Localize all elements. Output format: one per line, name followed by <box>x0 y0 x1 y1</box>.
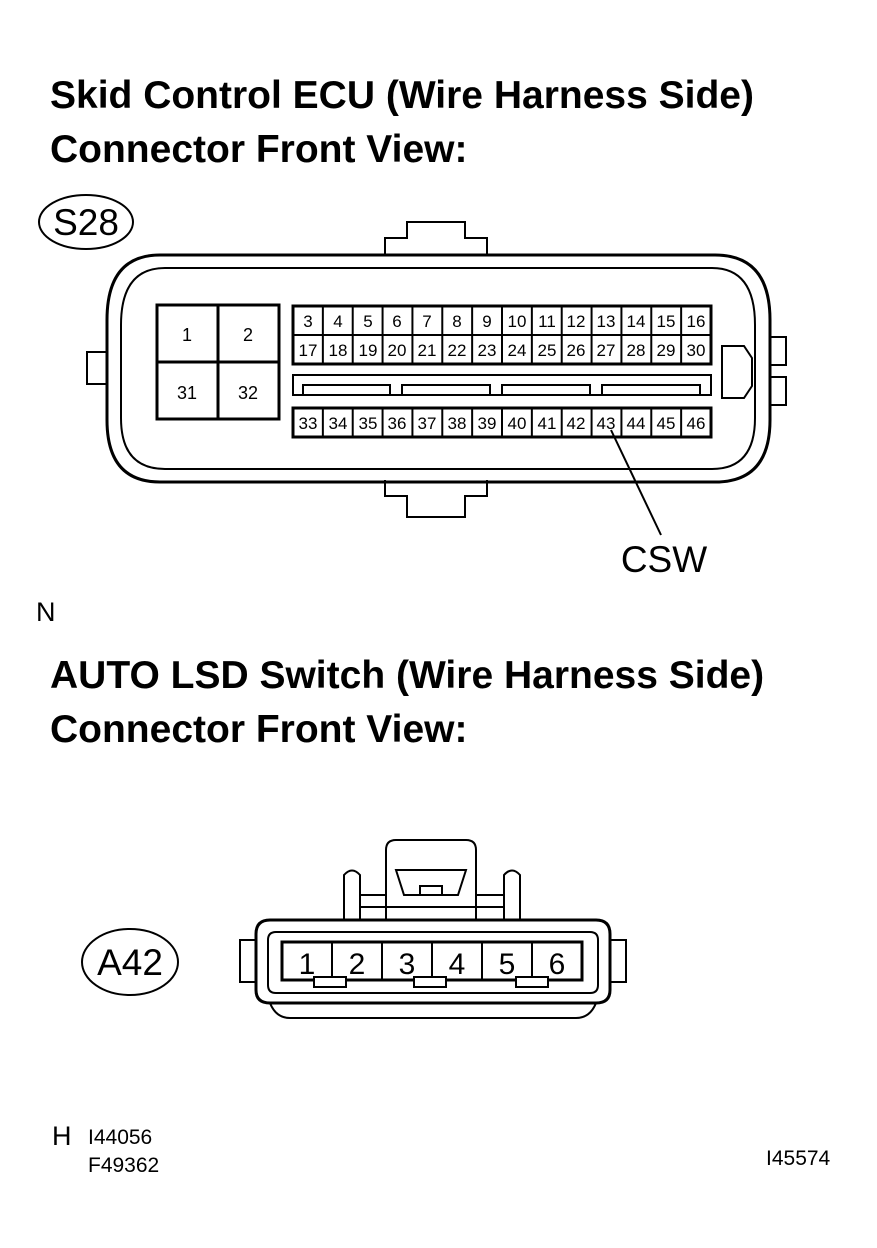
skid-title-line1: Skid Control ECU (Wire Harness Side) <box>50 74 754 117</box>
s28-pin-20: 20 <box>388 341 407 360</box>
s28-pin-3: 3 <box>303 312 312 331</box>
s28-pin-29: 29 <box>657 341 676 360</box>
s28-pin-33: 33 <box>299 414 318 433</box>
s28-pin-12: 12 <box>567 312 586 331</box>
s28-pin-11: 11 <box>538 312 556 331</box>
s28-code-label: S28 <box>53 202 119 243</box>
s28-right-key <box>721 345 753 399</box>
a42-pin-1: 1 <box>299 948 316 981</box>
a42-pin-5: 5 <box>499 948 516 981</box>
a42-pin-2: 2 <box>349 948 366 981</box>
s28-pin-41: 41 <box>538 414 557 433</box>
s28-pin-25: 25 <box>538 341 557 360</box>
s28-pin-38: 38 <box>448 414 467 433</box>
s28-pin-28: 28 <box>627 341 646 360</box>
s28-pin-2: 2 <box>243 325 253 345</box>
s28-pin-32: 32 <box>238 383 258 403</box>
s28-pin-9: 9 <box>482 312 491 331</box>
s28-pin-4: 4 <box>333 312 342 331</box>
s28-pin-44: 44 <box>627 414 646 433</box>
s28-pin-36: 36 <box>388 414 407 433</box>
lsd-title-line1: AUTO LSD Switch (Wire Harness Side) <box>50 654 764 697</box>
footer-ref-2: F49362 <box>88 1154 159 1177</box>
s28-pin-37: 37 <box>418 414 437 433</box>
s28-pin-18: 18 <box>329 341 348 360</box>
s28-pin-21: 21 <box>418 341 437 360</box>
s28-pin-22: 22 <box>448 341 467 360</box>
lsd-title-line2: Connector Front View: <box>50 708 467 751</box>
s28-pin-6: 6 <box>392 312 401 331</box>
footer-ref-1: I44056 <box>88 1126 152 1149</box>
a42-left-tab <box>239 939 257 983</box>
s28-pin-46: 46 <box>687 414 706 433</box>
footer-ref-3: I45574 <box>766 1147 831 1170</box>
a42-pin-6: 6 <box>549 948 566 981</box>
csw-callout-label: CSW <box>621 539 707 580</box>
a42-code-badge <box>81 928 179 996</box>
s28-pin-39: 39 <box>478 414 497 433</box>
s28-pin-34: 34 <box>329 414 348 433</box>
a42-latch <box>385 839 477 920</box>
s28-pin-7: 7 <box>422 312 431 331</box>
a42-right-tab <box>609 939 627 983</box>
s28-pin-27: 27 <box>597 341 616 360</box>
s28-pin-10: 10 <box>508 312 527 331</box>
s28-bottom-latch <box>384 480 488 518</box>
footer-letter-h: H <box>52 1121 72 1151</box>
s28-pin-26: 26 <box>567 341 586 360</box>
s28-pin-5: 5 <box>363 312 372 331</box>
s28-housing-inner <box>120 267 756 470</box>
s28-pin-45: 45 <box>657 414 676 433</box>
s28-right-tab-upper <box>769 336 787 366</box>
a42-right-post <box>503 869 521 920</box>
s28-pin-31: 31 <box>177 383 197 403</box>
s28-pin-17: 17 <box>299 341 318 360</box>
s28-pin-23: 23 <box>478 341 497 360</box>
s28-pin-30: 30 <box>687 341 706 360</box>
s28-pin-1: 1 <box>182 325 192 345</box>
s28-pin-16: 16 <box>687 312 706 331</box>
s28-pin-14: 14 <box>627 312 646 331</box>
s28-pin-13: 13 <box>597 312 616 331</box>
csw-leader-line <box>610 429 662 536</box>
s28-pin-15: 15 <box>657 312 676 331</box>
s28-housing-outer <box>105 253 772 484</box>
s28-pin-24: 24 <box>508 341 527 360</box>
a42-left-post <box>343 869 361 920</box>
section-letter-n: N <box>36 597 56 627</box>
s28-right-tab-lower <box>769 376 787 406</box>
s28-code-badge <box>38 194 134 250</box>
s28-pin-8: 8 <box>452 312 461 331</box>
s28-pin-42: 42 <box>567 414 586 433</box>
s28-pin-35: 35 <box>359 414 378 433</box>
s28-pin-19: 19 <box>359 341 378 360</box>
a42-pin-4: 4 <box>449 948 466 981</box>
a42-pin-3: 3 <box>399 948 416 981</box>
s28-top-latch <box>384 221 488 256</box>
s28-left-tab <box>86 351 108 385</box>
s28-pin-43: 43 <box>597 414 616 433</box>
a42-code-label: A42 <box>97 942 163 983</box>
s28-pin-40: 40 <box>508 414 527 433</box>
a42-housing-inner <box>267 931 599 994</box>
skid-title-line2: Connector Front View: <box>50 128 467 171</box>
